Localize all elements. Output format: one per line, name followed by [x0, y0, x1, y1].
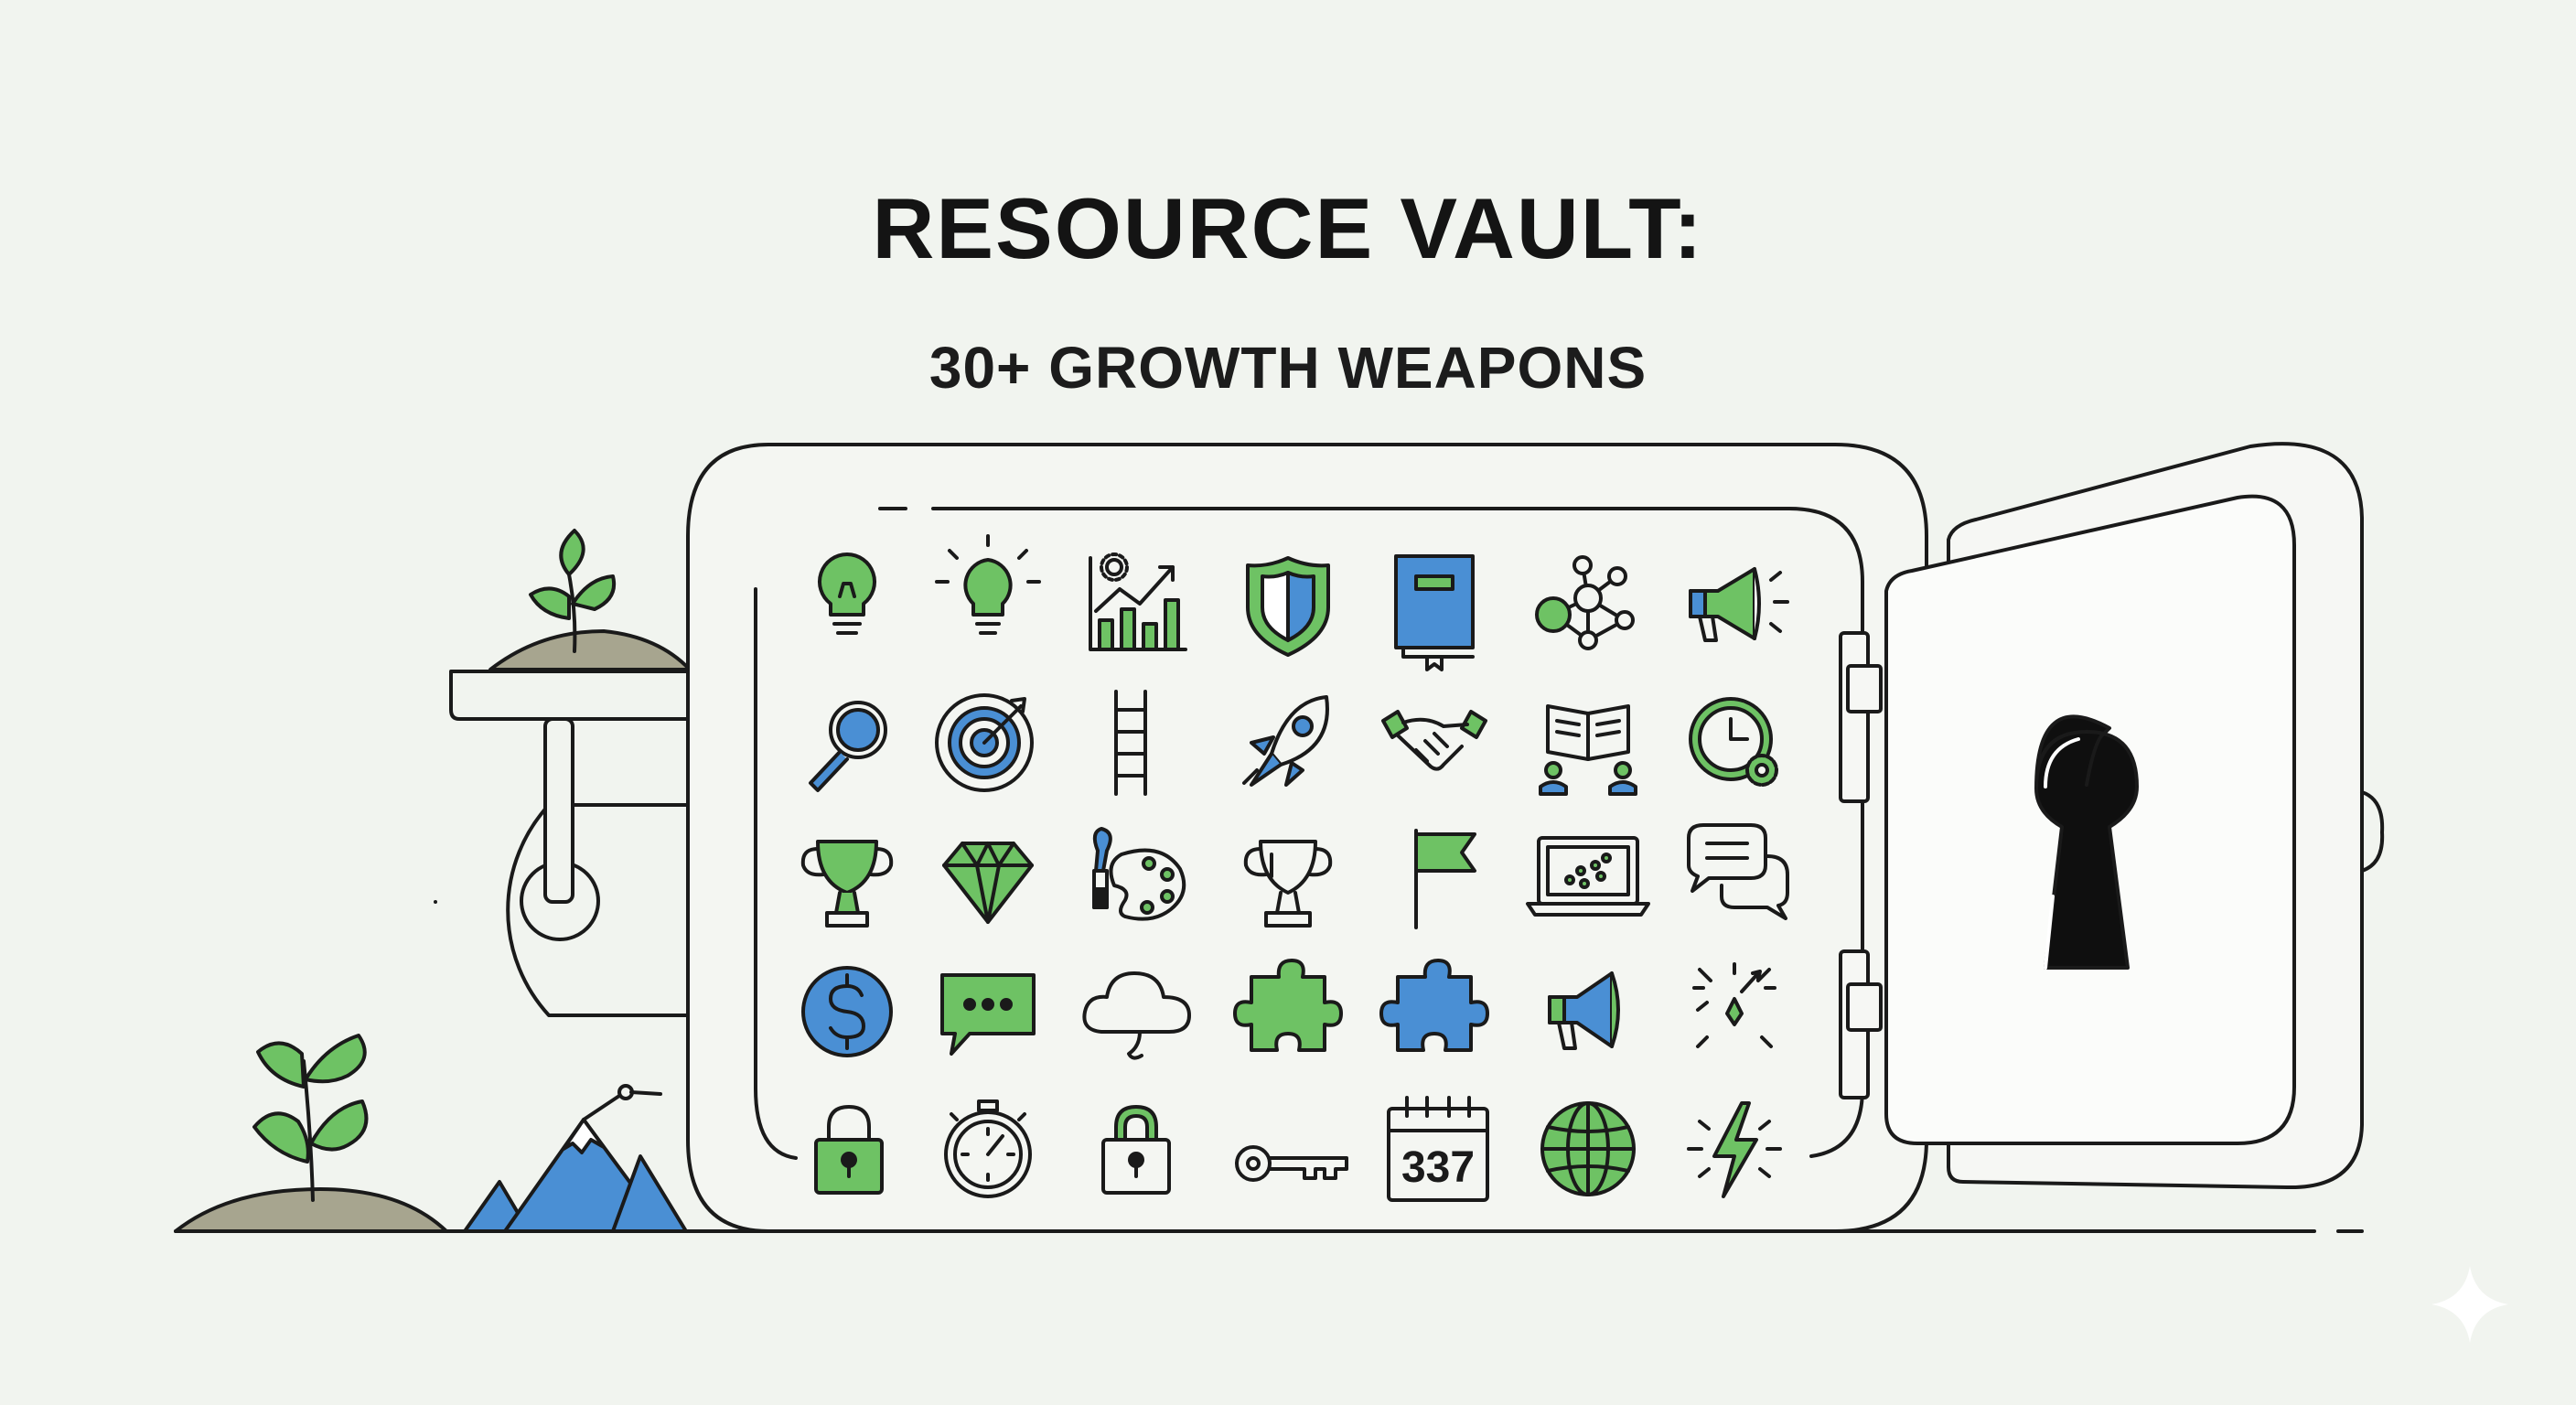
rocket-icon [1242, 695, 1329, 787]
chat-bubbles-icon [1687, 823, 1789, 920]
reading-group-icon [1539, 704, 1637, 796]
clock-gear-icon [1689, 697, 1778, 787]
sparkle-pointer-icon [1692, 962, 1776, 1048]
trophy-icon [800, 840, 894, 928]
lightning-icon [1687, 1101, 1782, 1198]
puzzle-blue-icon [1379, 959, 1489, 1052]
palette-icon [1092, 827, 1186, 921]
dollar-coin-icon [801, 966, 893, 1057]
lightbulb-icon [818, 552, 876, 635]
book-icon [1394, 554, 1475, 671]
lightbulb-glowing-icon [935, 534, 1041, 635]
key-icon [1235, 1145, 1348, 1182]
padlock-green-icon [1101, 1105, 1171, 1195]
ground-plant [174, 1034, 448, 1233]
page-subtitle: 30+ GROWTH WEAPONS [928, 335, 1648, 401]
diamond-icon [942, 842, 1034, 924]
handshake-icon [1381, 710, 1487, 771]
sparkle-icon [2431, 1266, 2508, 1343]
globe-icon [1540, 1101, 1636, 1196]
vault-wheel-machine [434, 670, 690, 1017]
ledge-plant [488, 529, 692, 671]
mountains [463, 1084, 688, 1233]
ladder-icon [1114, 690, 1147, 796]
chat-message-icon [940, 973, 1036, 1056]
keyhole-icon [2034, 714, 2139, 970]
target-icon [935, 693, 1034, 792]
calendar-icon: 337 [1387, 1096, 1489, 1202]
megaphone-blue-icon [1548, 971, 1620, 1050]
calendar-number: 337 [1401, 1143, 1475, 1192]
laptop-icon [1526, 836, 1650, 917]
cloud-icon [1082, 971, 1191, 1060]
growth-chart-icon [1089, 552, 1187, 651]
trophy-outline-icon [1243, 840, 1333, 928]
puzzle-green-icon [1233, 959, 1343, 1052]
vault-door [1839, 442, 2385, 1190]
magnifier-icon [809, 701, 887, 792]
shield-icon [1246, 556, 1330, 657]
network-icon [1535, 555, 1635, 650]
megaphone-icon [1689, 567, 1789, 642]
flag-icon [1414, 829, 1476, 929]
padlock-icon [814, 1105, 884, 1195]
stopwatch-icon [944, 1099, 1032, 1198]
page-title: RESOURCE VAULT: [872, 180, 1704, 276]
